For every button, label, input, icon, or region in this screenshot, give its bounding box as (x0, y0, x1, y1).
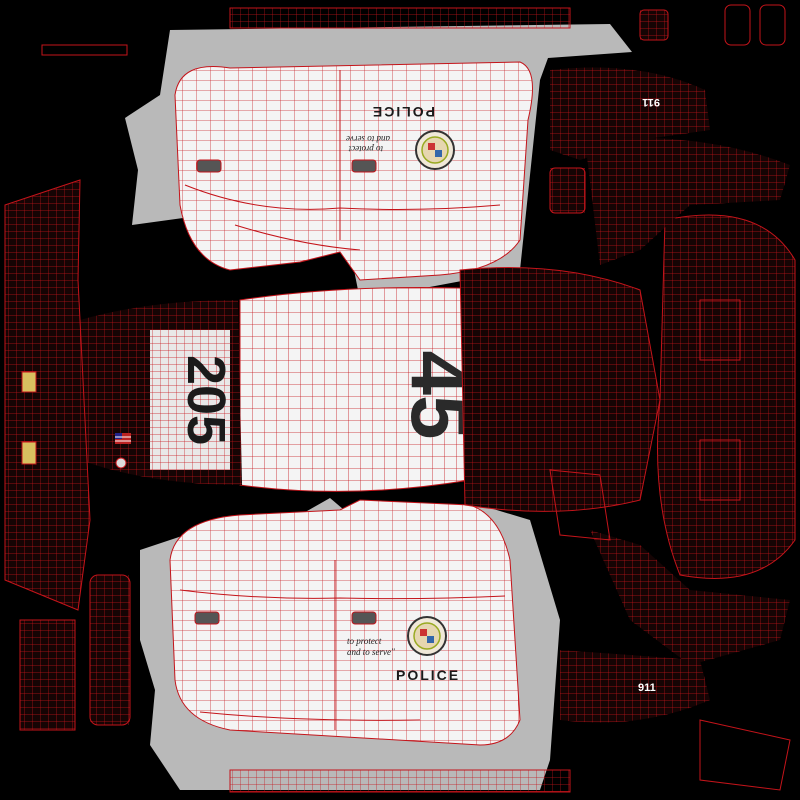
license-plate-icon (21, 371, 37, 393)
us-flag-icon (115, 433, 131, 444)
motto-lower-line2: and to serve" (347, 647, 395, 657)
front-bumper (657, 214, 796, 579)
motto-lower-line1: to protect (347, 636, 382, 646)
upper-fender: 911 (550, 67, 790, 265)
motto-upper-line2: and to serve (346, 134, 390, 144)
trunk-panel: 205 (80, 300, 242, 485)
lower-fender: 911 (560, 530, 790, 723)
police-label-upper: POLICE (371, 104, 435, 120)
city-seal-icon (415, 130, 455, 170)
emergency-number-upper: 911 (642, 96, 660, 108)
emergency-number-lower: 911 (638, 682, 656, 694)
trunk-number: 205 (176, 355, 236, 445)
small-parts (19, 4, 791, 793)
city-seal-icon (407, 616, 447, 656)
lower-side-panel: POLICE to protect and to serve" (140, 498, 560, 790)
hood-panel (459, 267, 661, 512)
roof-panel: 45 (239, 287, 484, 492)
rear-bumper (4, 179, 91, 611)
police-label-lower: POLICE (396, 667, 460, 683)
upper-side-panel: POLICE to protect and to serve (125, 24, 632, 300)
motto-upper-line1: to protect (348, 144, 383, 154)
